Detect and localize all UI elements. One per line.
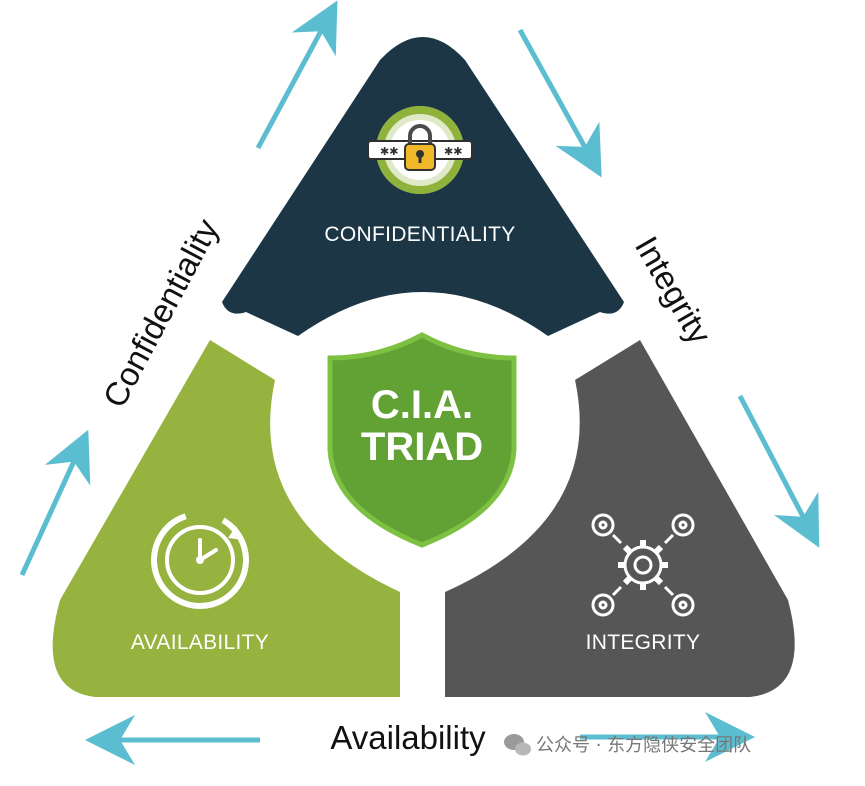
availability-segment: AVAILABILITY (52, 340, 400, 697)
arrow-top-left (255, 0, 338, 150)
arrow-top-right (517, 28, 602, 178)
integrity-segment: INTEGRITY (445, 340, 795, 697)
integrity-label: INTEGRITY (586, 631, 701, 654)
arrow-right (737, 394, 820, 548)
watermark: 公众号 · 东方隐侠安全团队 (504, 734, 751, 756)
svg-text:✱✱: ✱✱ (380, 146, 398, 158)
gears-icon (591, 513, 695, 617)
side-label-integrity: Integrity (628, 230, 719, 351)
watermark-text: 公众号 · 东方隐侠安全团队 (536, 735, 751, 756)
confidentiality-segment: ✱✱ ✱✱ CONFIDENTIALITY (222, 37, 624, 336)
cycle-arrows (19, 0, 820, 765)
shield-title-line2: TRIAD (361, 425, 483, 469)
cia-shield: C.I.A. TRIAD (327, 332, 517, 548)
shield-title-line1: C.I.A. (371, 383, 473, 427)
arrow-left (19, 429, 91, 577)
svg-text:✱✱: ✱✱ (444, 146, 462, 158)
availability-label: AVAILABILITY (131, 631, 269, 654)
padlock-icon: ✱✱ ✱✱ (367, 106, 473, 194)
side-label-availability: Availability (330, 719, 486, 756)
confidentiality-label: CONFIDENTIALITY (324, 223, 515, 246)
wechat-icon (504, 734, 531, 756)
clock-icon (151, 511, 249, 609)
